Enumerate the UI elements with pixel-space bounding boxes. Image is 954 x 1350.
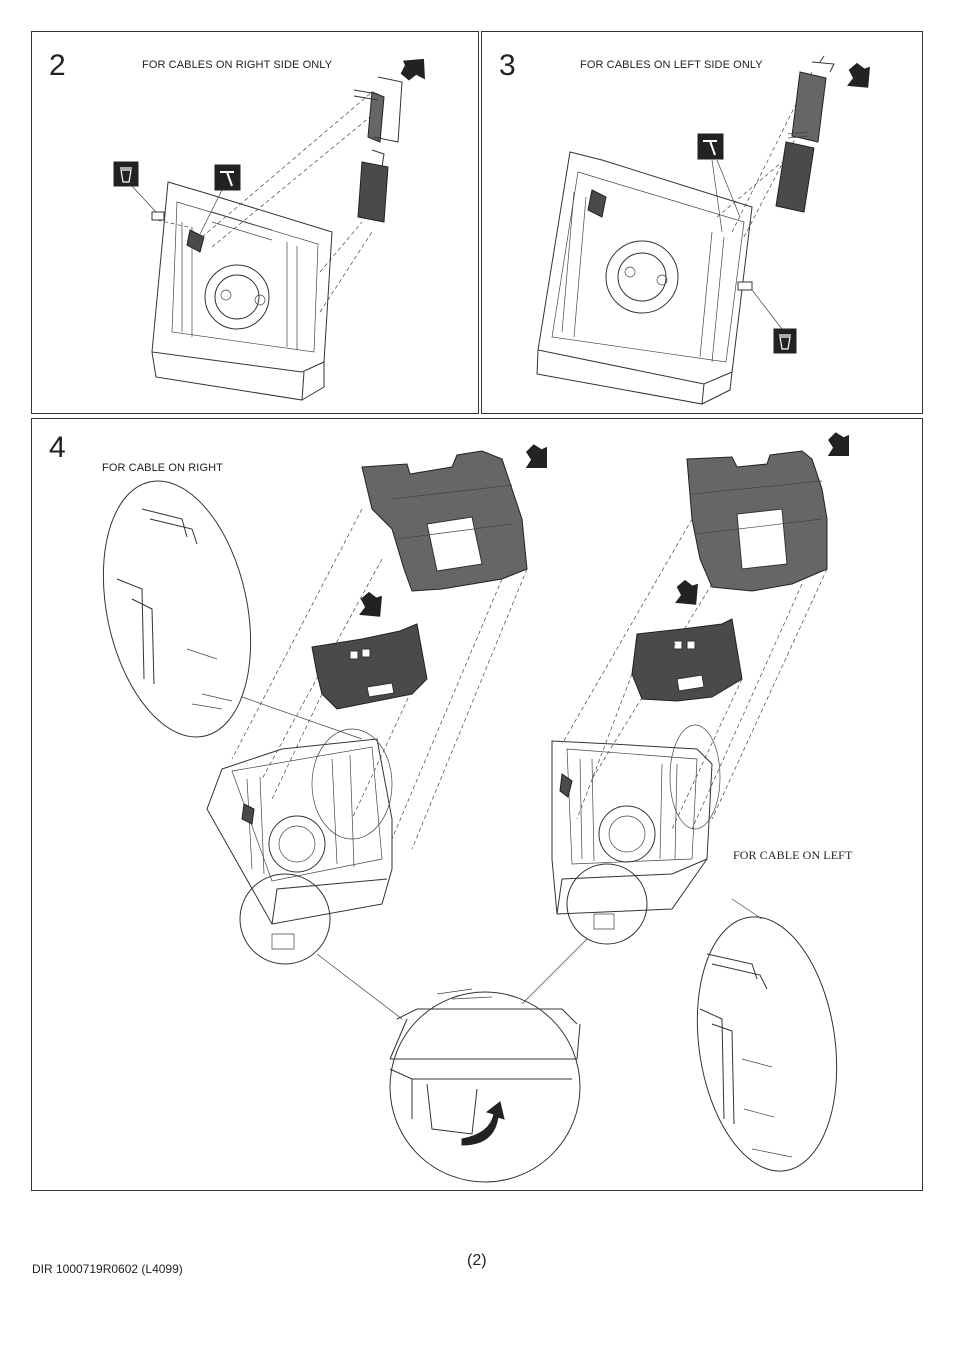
step-caption-secondary: FOR CABLE ON LEFT — [733, 848, 853, 862]
step-number: 4 — [49, 431, 66, 464]
panel-step-4: 4 FOR CABLE ON RIGHT FOR CABLE ON LEFT — [31, 418, 923, 1191]
trash-icon — [773, 328, 797, 354]
document-reference: DIR 1000719R0602 (L4099) — [32, 1262, 183, 1276]
panel-step-3: 3 FOR CABLES ON LEFT SIDE ONLY — [481, 31, 923, 414]
step-caption: FOR CABLES ON LEFT SIDE ONLY — [580, 59, 763, 71]
rotate-arrow-icon — [461, 1101, 505, 1146]
hammer-icon — [697, 133, 724, 160]
push-arrow-icon — [400, 58, 425, 81]
panel-step-2: 2 FOR CABLES ON RIGHT SIDE ONLY — [31, 31, 479, 414]
hammer-icon — [214, 164, 241, 191]
step-caption: FOR CABLES ON RIGHT SIDE ONLY — [142, 59, 333, 71]
right-side-cable-illustration — [113, 58, 425, 401]
push-arrow-icon — [525, 444, 547, 468]
push-arrow-icon — [359, 591, 383, 617]
push-arrow-icon — [847, 62, 871, 88]
push-arrow-icon — [827, 432, 849, 456]
cover-assembly-illustration — [102, 432, 849, 1183]
step-number: 3 — [499, 49, 516, 82]
page-number: (2) — [467, 1252, 487, 1269]
step-caption: FOR CABLE ON RIGHT — [102, 462, 223, 474]
step-number: 2 — [49, 49, 66, 82]
push-arrow-icon — [675, 579, 699, 605]
left-side-cable-illustration — [536, 55, 871, 405]
trash-icon — [113, 161, 139, 187]
